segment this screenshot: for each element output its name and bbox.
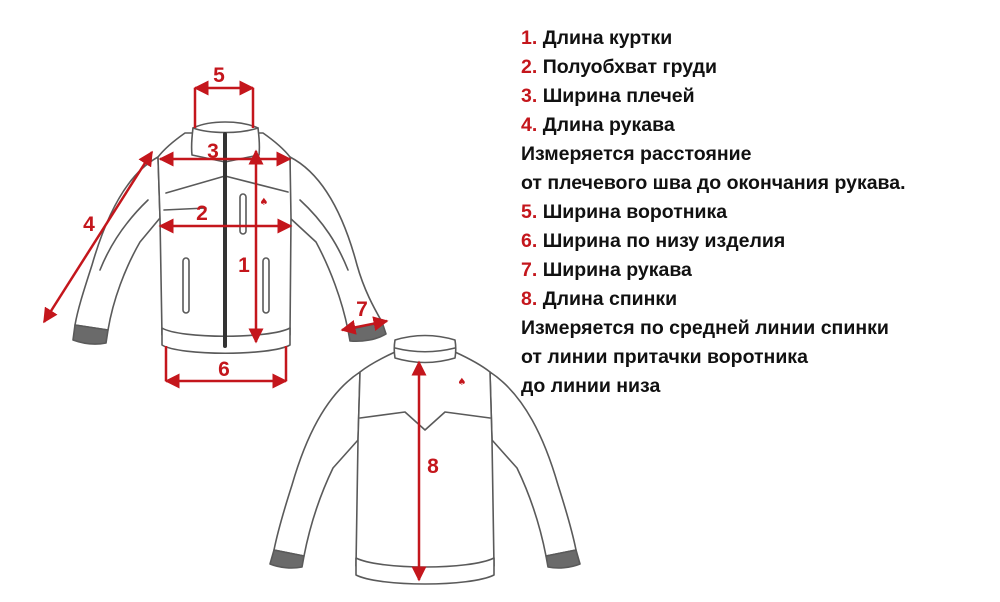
legend-item-5: 5. Ширина воротника [521,201,728,223]
measurement-legend: 1. Длина куртки 2. Полуобхват груди 3. Ш… [521,24,996,401]
measure-line-4 [42,150,154,324]
legend-note-8c: до линии низа [521,375,661,397]
measure-label-5: 5 [213,64,225,87]
legend-note-4b: от плечевого шва до окончания рукава. [521,172,906,194]
measure-label-6: 6 [218,358,230,381]
legend-item-6: 6. Ширина по низу изделия [521,230,786,252]
legend-item-7: 7. Ширина рукава [521,259,692,281]
legend-item-1: 1. Длина куртки [521,27,673,49]
legend-item-8: 8. Длина спинки [521,288,678,310]
brand-logo-icon: ♠ [458,377,467,388]
measure-label-3: 3 [207,140,219,163]
legend-note-4a: Измеряется расстояние [521,143,752,165]
measure-label-4: 4 [83,213,95,236]
legend-item-4: 4. Длина рукава [521,114,675,136]
legend-item-3: 3. Ширина плечей [521,85,695,107]
legend-note-8a: Измеряется по средней линии спинки [521,317,889,339]
legend-item-2: 2. Полуобхват груди [521,56,717,78]
jacket-front-drawing [72,121,387,355]
brand-logo-icon: ♠ [260,197,269,208]
measure-label-2: 2 [196,202,208,225]
measure-line-7 [340,316,389,335]
legend-note-8b: от линии притачки воротника [521,346,808,368]
measure-label-7: 7 [356,298,368,321]
measure-label-8: 8 [427,455,439,478]
measure-label-1: 1 [238,254,250,277]
